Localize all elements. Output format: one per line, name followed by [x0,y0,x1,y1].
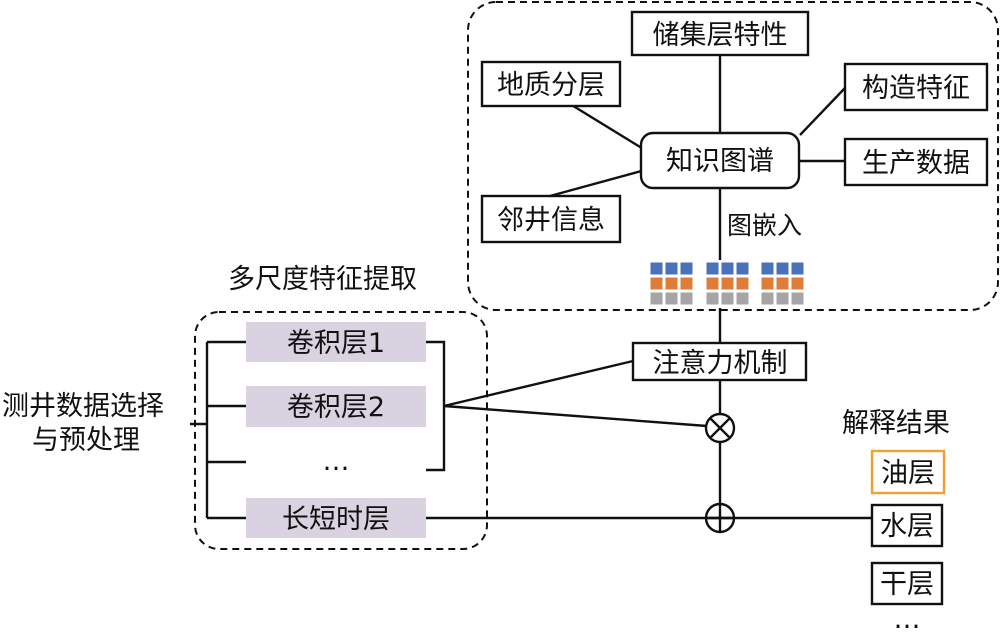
lstm-layer: 长短时层 [246,498,426,538]
kg-edge-geo [569,102,646,152]
input-label-line1: 测井数据选择 [2,391,164,422]
kg-node-reservoir: 储集层特性 [630,10,810,57]
kg-node-structure: 构造特征 [843,62,989,112]
embedding-cell [649,276,664,291]
embedding-cell [735,261,750,276]
conv-layer-1: 卷积层1 [246,322,426,362]
embedding-cell [760,291,775,306]
embedding-cell [649,291,664,306]
result-oil-layer: 油层 [870,449,946,495]
knowledge-graph-region [467,1,999,311]
embedding-cell [679,291,694,306]
embedding-cell [664,261,679,276]
embedding-cell [775,291,790,306]
embedding-cell [760,276,775,291]
result-water-layer: 水层 [870,503,944,548]
embedding-cell [735,276,750,291]
embedding-cell [790,276,805,291]
attention-label: 注意力机制 [653,348,788,379]
conv-layer-1-label: 卷积层1 [287,328,385,359]
conv-layer-2: 卷积层2 [246,386,426,427]
kg-center-label: 知识图谱 [666,146,774,177]
embedding-cell [664,291,679,306]
kg-node-reservoir-label: 储集层特性 [653,20,788,51]
kg-node-neighbor: 邻井信息 [480,194,622,244]
embedding-cell [775,261,790,276]
kg-center-node: 知识图谱 [639,131,801,190]
embedding-cell [735,291,750,306]
kg-edge-neighbor [549,168,646,198]
results-ellipsis: … [894,604,921,635]
embedding-matrix [649,261,805,306]
kg-node-geo: 地质分层 [480,60,622,108]
embedding-cell [790,261,805,276]
embedding-cell [705,276,720,291]
bracket-to-multiply [443,404,708,428]
multiscale-region [194,311,488,550]
results-title: 解释结果 [842,408,950,439]
embedding-cell [649,261,664,276]
embedding-cell [664,276,679,291]
bracket-to-attention [443,359,634,408]
result-oil-label: 油层 [881,458,935,489]
embedding-cell [720,261,735,276]
embedding-cell [679,261,694,276]
embedding-cell [705,261,720,276]
kg-node-production: 生产数据 [843,137,989,187]
multiscale-title: 多尺度特征提取 [228,264,417,295]
multiply-operator-icon [704,412,736,444]
kg-node-structure-label: 构造特征 [862,73,970,104]
embedding-cell [705,291,720,306]
kg-node-production-label: 生产数据 [862,148,970,179]
lstm-layer-label: 长短时层 [282,504,390,535]
embedding-cell [720,291,735,306]
kg-node-neighbor-label: 邻井信息 [497,205,605,236]
input-label-line2: 与预处理 [32,425,140,456]
result-dry-label: 干层 [880,569,934,600]
embedding-cell [790,291,805,306]
graph-embedding-label: 图嵌入 [727,211,802,240]
layers-ellipsis: … [323,446,350,477]
result-water-label: 水层 [880,511,934,542]
result-dry-layer: 干层 [870,561,944,606]
embedding-cell [775,276,790,291]
conv-layer-2-label: 卷积层2 [287,392,385,423]
kg-node-geo-label: 地质分层 [497,70,605,101]
embedding-cell [679,276,694,291]
embedding-cell [720,276,735,291]
embedding-cell [760,261,775,276]
conv-output-bracket [426,340,446,472]
attention-box: 注意力机制 [631,341,808,382]
kg-edge-structure [799,87,846,136]
